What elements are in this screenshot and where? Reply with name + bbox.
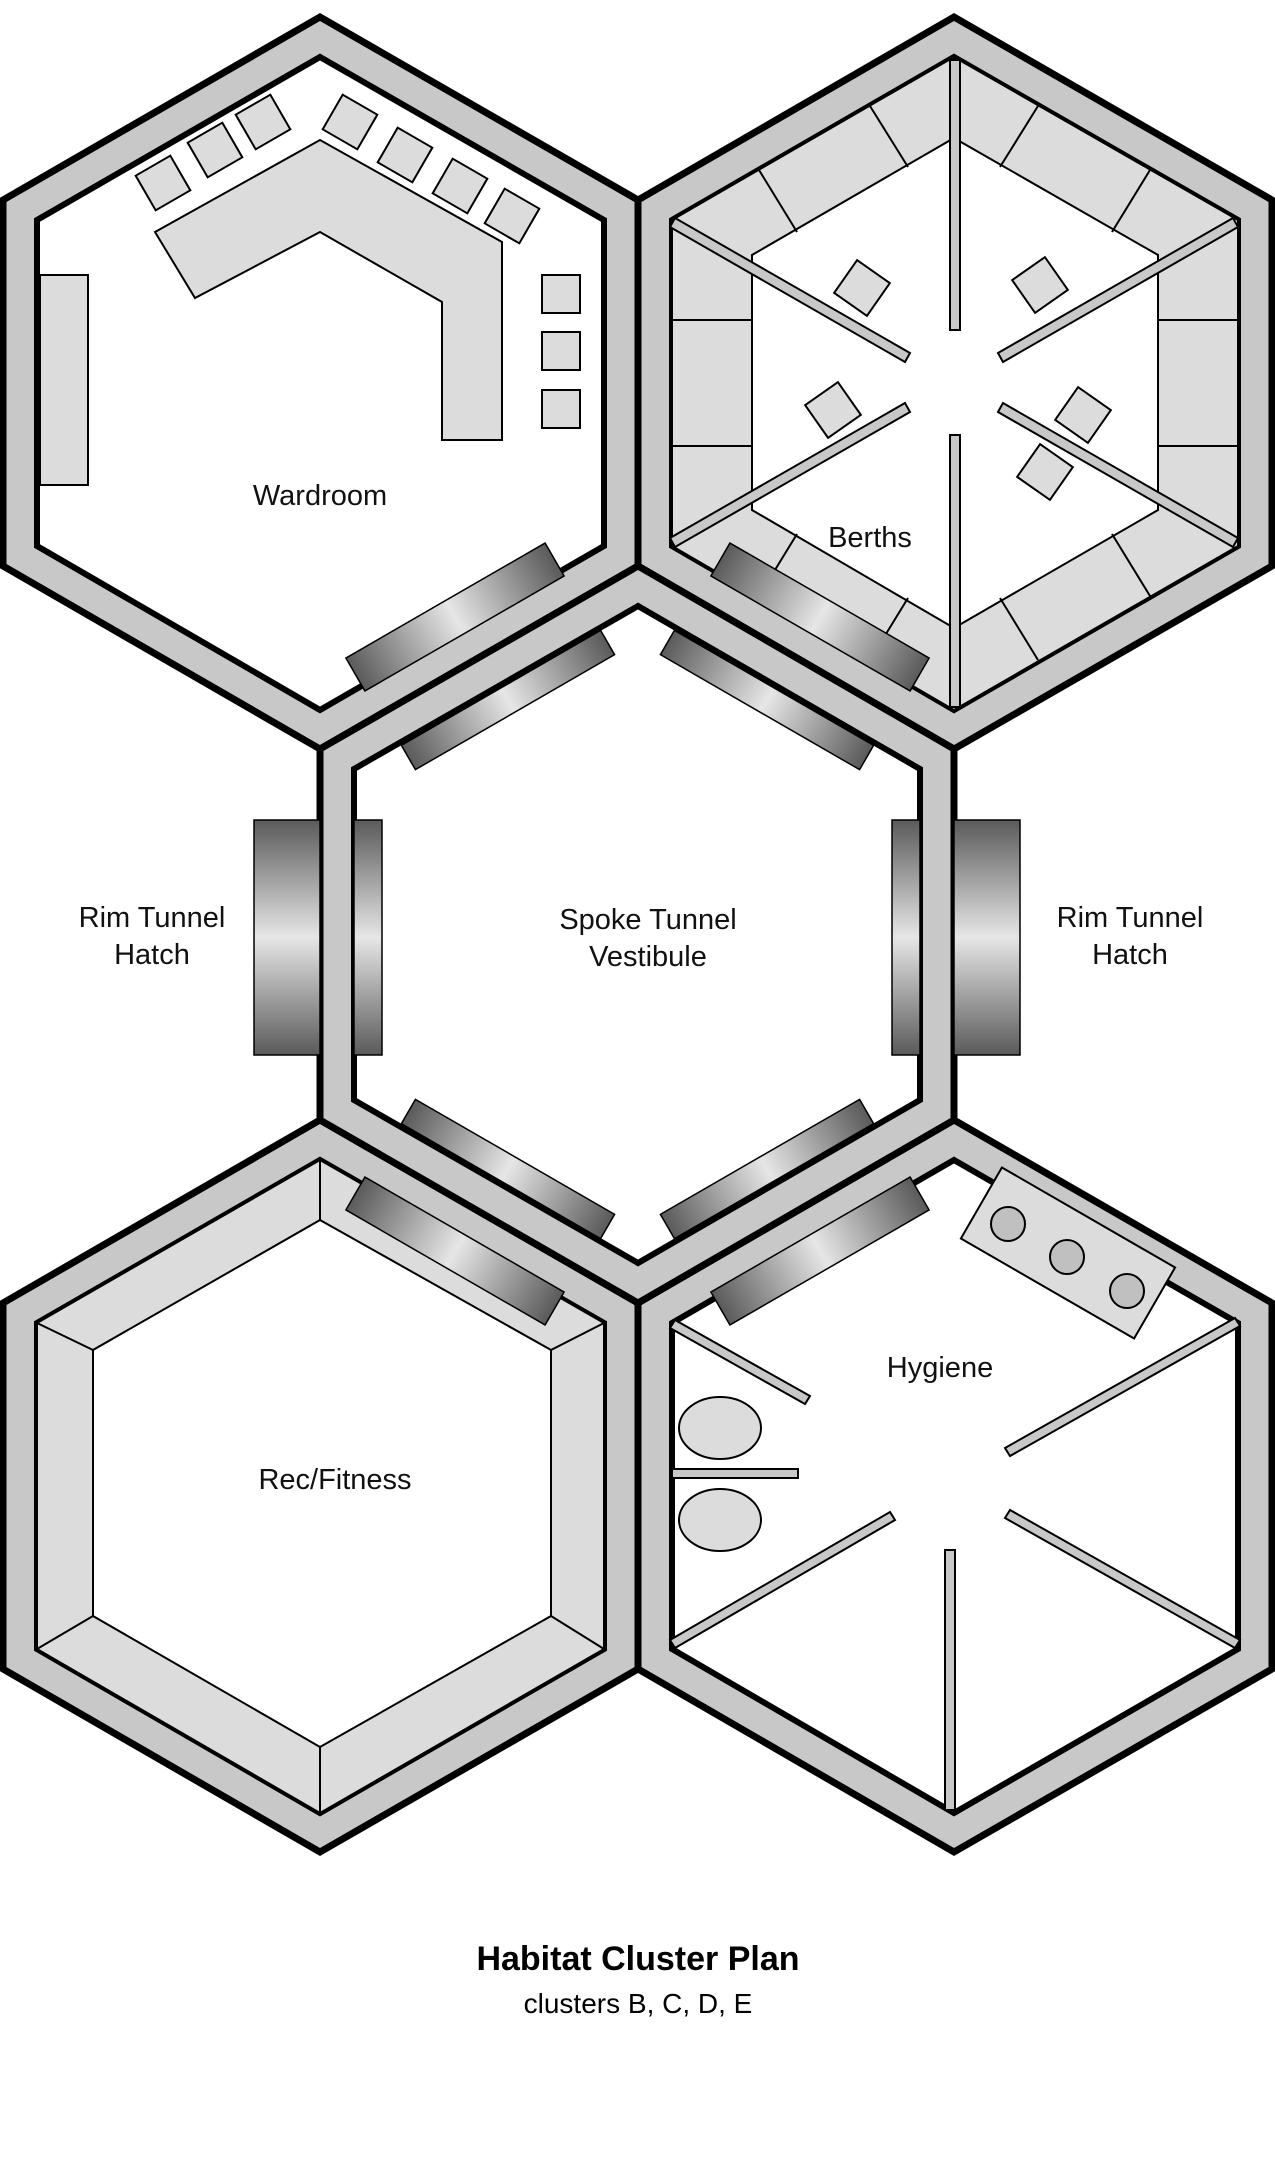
- berth-desk: [1053, 385, 1113, 445]
- wardroom-chair: [431, 157, 489, 215]
- rim-tunnel-hatches: [253, 819, 1021, 1056]
- wardroom-chair: [134, 154, 192, 212]
- berth-partition: [996, 401, 1240, 549]
- hygiene-partition: [1003, 1316, 1242, 1458]
- rim-hatch-left-line2: Hatch: [114, 939, 190, 971]
- rim-hatch-right-inner: [891, 819, 921, 1056]
- berth-partition: [668, 401, 912, 549]
- caption-subtitle: clusters B, C, D, E: [523, 1988, 753, 2019]
- hatch-vestibule-inner-nw: [400, 629, 616, 771]
- vestibule-label-line2: Vestibule: [589, 941, 707, 973]
- vestibule-label-line1: Spoke Tunnel: [559, 904, 737, 936]
- caption-title: Habitat Cluster Plan: [476, 1940, 800, 1978]
- hygiene-label: Hygiene: [886, 1352, 994, 1384]
- hygiene-partition: [671, 1468, 799, 1479]
- label-vestibule: Spoke Tunnel Vestibule: [498, 902, 798, 976]
- hatch-rec-vestibule: [344, 1176, 566, 1326]
- hygiene-sink: [990, 1206, 1026, 1242]
- rim-hatch-right-line1: Rim Tunnel: [1056, 902, 1204, 934]
- wardroom-label: Wardroom: [252, 480, 388, 512]
- rim-hatch-right-outer: [953, 819, 1021, 1056]
- rim-hatch-left-inner: [353, 819, 383, 1056]
- berth-desk: [803, 380, 863, 440]
- label-rim-hatch-left: Rim Tunnel Hatch: [42, 900, 262, 974]
- rim-hatch-left-line1: Rim Tunnel: [78, 902, 226, 934]
- hatch-vestibule-inner-se: [659, 1098, 875, 1240]
- rec-perimeter-equipment: [36, 1158, 605, 1815]
- rim-hatch-left-outer: [253, 819, 321, 1056]
- hygiene-sink: [1109, 1273, 1145, 1309]
- berth-partition: [949, 434, 961, 708]
- label-berths: Berths: [770, 520, 970, 557]
- hygiene-sink: [1049, 1239, 1085, 1275]
- wardroom-table: [153, 138, 503, 441]
- wardroom-chair: [541, 389, 581, 429]
- label-hygiene: Hygiene: [840, 1350, 1040, 1387]
- label-rim-hatch-right: Rim Tunnel Hatch: [1020, 900, 1240, 974]
- wardroom-chair: [321, 93, 379, 151]
- rim-hatch-right-line2: Hatch: [1092, 939, 1168, 971]
- module-spoke-tunnel-vestibule: [316, 561, 958, 1308]
- berth-partition: [949, 59, 961, 331]
- berth-desk: [1015, 442, 1075, 502]
- hygiene-toilet: [678, 1488, 762, 1552]
- label-wardroom: Wardroom: [220, 478, 420, 515]
- berths-label: Berths: [828, 522, 912, 554]
- berth-desk: [832, 258, 892, 318]
- hygiene-partition: [668, 1318, 812, 1406]
- wardroom-chair: [234, 93, 292, 151]
- berth-desk: [1010, 255, 1070, 315]
- hygiene-partition: [668, 1510, 897, 1650]
- hatch-vestibule-inner-sw: [400, 1098, 616, 1240]
- wardroom-bench-left: [39, 274, 89, 486]
- rec-fitness-furniture: [36, 1158, 605, 1815]
- wardroom-chair: [541, 331, 581, 371]
- hatch-hygiene-vestibule: [709, 1176, 931, 1326]
- wardroom-chair: [376, 126, 434, 184]
- label-rec-fitness: Rec/Fitness: [215, 1462, 455, 1499]
- wardroom-chair: [541, 274, 581, 314]
- hatch-vestibule-inner-ne: [659, 629, 875, 771]
- berth-partition: [668, 216, 912, 364]
- hatch-wardroom-vestibule: [344, 542, 566, 692]
- berths-furniture: [668, 55, 1240, 712]
- berth-partition: [996, 216, 1240, 364]
- hygiene-toilet: [678, 1396, 762, 1460]
- inter-module-hatches: [344, 542, 931, 1326]
- hygiene-partition: [944, 1549, 956, 1811]
- rec-fitness-label: Rec/Fitness: [258, 1464, 412, 1496]
- wardroom-chair: [186, 121, 244, 179]
- hatch-berths-vestibule: [709, 542, 931, 692]
- hygiene-partition: [1003, 1508, 1242, 1650]
- wardroom-furniture: [39, 93, 581, 486]
- wardroom-chair: [483, 187, 541, 245]
- hygiene-furniture: [668, 1166, 1242, 1811]
